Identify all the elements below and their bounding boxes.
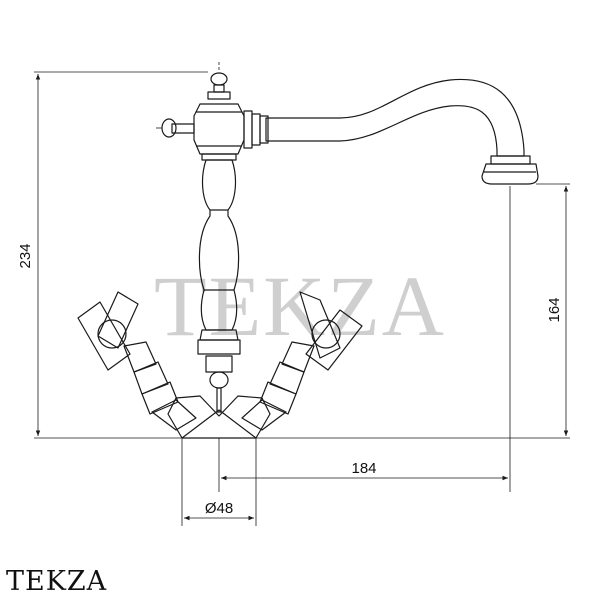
base-body — [167, 395, 271, 439]
spout-ring — [490, 155, 531, 165]
left-handle-arm-upper — [97, 291, 139, 349]
body-lower-cap — [201, 153, 237, 161]
popup-rod — [216, 387, 222, 413]
spout — [265, 78, 525, 157]
dim-label-184: 184 — [351, 460, 376, 477]
left-handle-arm-lower — [77, 301, 131, 371]
right-valve-body-2 — [269, 361, 305, 395]
collar-ring-2 — [251, 113, 261, 146]
left-valve-body-1 — [123, 341, 157, 373]
left-valve-connector — [151, 399, 197, 431]
top-knob-stem — [213, 84, 225, 93]
side-lever — [171, 123, 195, 134]
top-knob-cap — [207, 91, 231, 100]
left-valve-body-2 — [133, 361, 169, 395]
base-v-lines — [181, 409, 257, 439]
side-knob — [161, 118, 177, 138]
right-handle-arm-lower — [305, 309, 363, 371]
column-band — [204, 209, 234, 291]
dim-label-48: Ø48 — [205, 500, 233, 517]
aerator — [481, 163, 539, 185]
brand-logo-text: TEKZA — [6, 566, 108, 597]
column-nut — [197, 339, 241, 355]
body-band — [196, 111, 242, 147]
collar-ring-3 — [259, 115, 269, 144]
dim-label-164: 164 — [546, 297, 563, 322]
popup-knob — [209, 371, 229, 389]
collar-ring-1 — [243, 110, 253, 149]
top-knob — [210, 72, 228, 86]
left-valve-body-3 — [141, 381, 179, 415]
popup-nut — [205, 355, 233, 373]
right-valve-body-1 — [281, 341, 315, 373]
right-valve-connector — [241, 399, 287, 431]
right-valve-body-3 — [259, 381, 297, 415]
watermark-text: TEKZA — [154, 258, 446, 354]
dim-label-234: 234 — [17, 243, 34, 268]
right-handle-hub — [311, 319, 341, 349]
right-handle-arm-upper — [299, 291, 341, 359]
left-handle-hub — [97, 319, 127, 349]
